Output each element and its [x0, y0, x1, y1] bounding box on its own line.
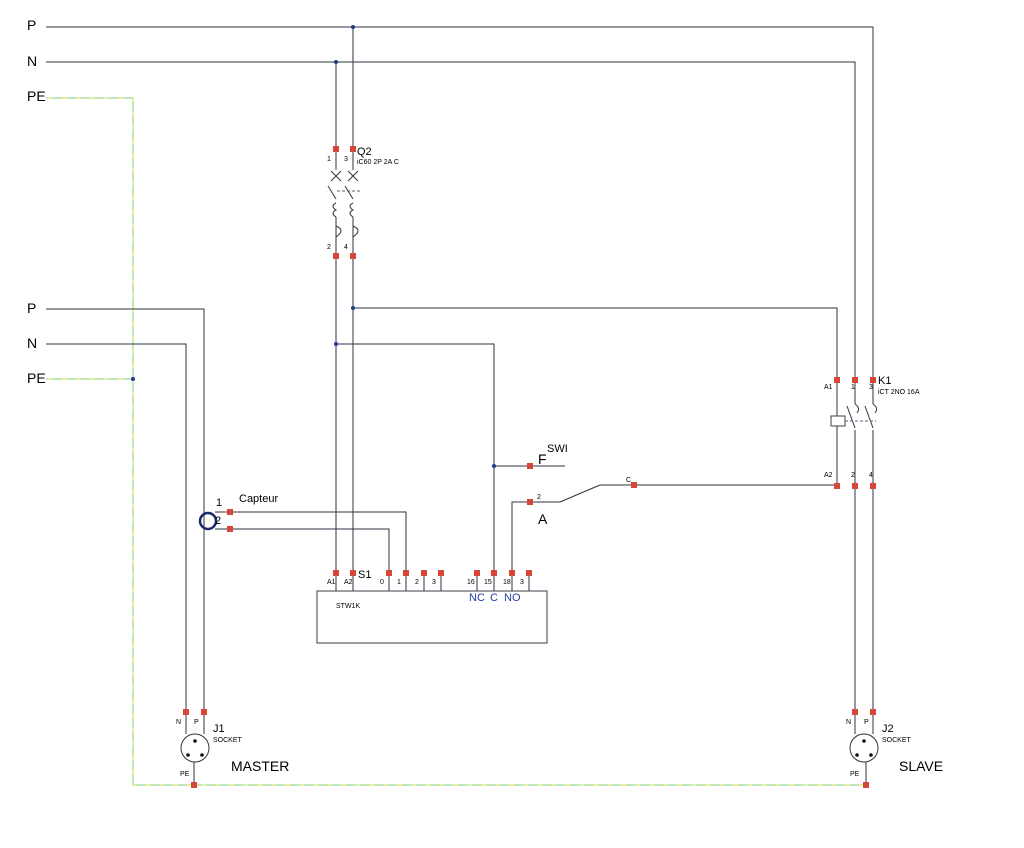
- q2-type: iC60 2P 2A C: [357, 159, 399, 166]
- sensor-label: Capteur: [239, 493, 278, 505]
- j2-ref: J2: [882, 723, 894, 735]
- s1-pin-18: 18: [503, 579, 511, 586]
- s1-pin-a1: A1: [327, 579, 336, 586]
- pe-wiring: [46, 97, 867, 786]
- k1-ref: K1: [878, 375, 891, 387]
- rail-label-pe-top: PE: [27, 88, 46, 104]
- s1-pin-a2: A2: [344, 579, 353, 586]
- s1-pin-3: 3: [432, 579, 436, 586]
- j1-pin-pe: PE: [180, 771, 190, 778]
- s1-label-nc: NC: [469, 592, 485, 604]
- j2-name: SLAVE: [899, 758, 943, 774]
- j1-name: MASTER: [231, 758, 289, 774]
- rail-label-p-top: P: [27, 17, 36, 33]
- rail-label-p-bottom: P: [27, 300, 36, 316]
- s1-ref: S1: [358, 569, 371, 581]
- socket-j2: N P PE J2 SOCKET SLAVE: [846, 719, 943, 782]
- j1-type: SOCKET: [213, 737, 243, 744]
- k1-coil: [830, 415, 846, 427]
- s1-pin-2: 2: [415, 579, 419, 586]
- module-s1: A1 A2 0 1 2 3 16 15 18 3 S1 STW1K NC C N…: [316, 569, 548, 644]
- j2-type: SOCKET: [882, 737, 912, 744]
- k1-pin-a1: A1: [824, 384, 833, 391]
- s1-pin-3b: 3: [520, 579, 524, 586]
- q2-ref: Q2: [357, 146, 372, 158]
- s1-type: STW1K: [336, 603, 360, 610]
- s1-pin-1: 1: [397, 579, 401, 586]
- j2-pin-p: P: [864, 719, 869, 726]
- socket-j1: N P PE J1 SOCKET MASTER: [176, 719, 289, 782]
- swi-f-label: F: [538, 451, 547, 467]
- j1-pin-p: P: [194, 719, 199, 726]
- s1-pin-16: 16: [467, 579, 475, 586]
- s1-label-c: C: [490, 592, 498, 604]
- q2-pin-3: 3: [344, 156, 348, 163]
- breaker-x-marks: [330, 170, 359, 182]
- rail-label-n-bottom: N: [27, 335, 37, 351]
- j1-pin-n: N: [176, 719, 181, 726]
- j2-pin-pe: PE: [850, 771, 860, 778]
- sensor-pin-1: 1: [216, 497, 222, 509]
- sensor-pin-2: 2: [215, 515, 221, 527]
- j2-socket-icon: [849, 733, 879, 763]
- swi-label: SWI: [547, 443, 568, 455]
- k1-type: iCT 2NO 16A: [878, 389, 920, 396]
- k1-pin-a2: A2: [824, 472, 833, 479]
- junction-dots: [131, 25, 496, 468]
- swi-pin-c: C: [626, 477, 631, 484]
- contactor-k1: A1 1 3 A2 2 4 K1 iCT 2NO 16A: [824, 375, 920, 483]
- s1-pin-15: 15: [484, 579, 492, 586]
- k1-pin-3: 3: [869, 384, 873, 391]
- q2-pin-4: 4: [344, 244, 348, 251]
- swi-a-label: A: [538, 511, 548, 527]
- k1-pin-4: 4: [869, 472, 873, 479]
- rail-label-n-top: N: [27, 53, 37, 69]
- s1-label-no: NO: [504, 592, 521, 604]
- q2-pin-1: 1: [327, 156, 331, 163]
- j1-socket-icon: [180, 733, 210, 763]
- k1-pin-2: 2: [851, 472, 855, 479]
- switch-swi: F SWI A 2 C: [537, 443, 631, 527]
- q2-pin-2: 2: [327, 244, 331, 251]
- j1-ref: J1: [213, 723, 225, 735]
- s1-body: [316, 590, 548, 644]
- sensor-ring-icon: [198, 511, 218, 531]
- supply-wiring: [46, 26, 874, 734]
- terminals: [183, 146, 876, 788]
- swi-pin-2: 2: [537, 494, 541, 501]
- sensor-capteur: 1 2 Capteur: [198, 493, 278, 531]
- j2-pin-n: N: [846, 719, 851, 726]
- s1-pin-0: 0: [380, 579, 384, 586]
- k1-pin-1: 1: [851, 384, 855, 391]
- breaker-q2: 1 3 2 4 Q2 iC60 2P 2A C: [327, 146, 399, 253]
- rail-label-pe-bottom: PE: [27, 370, 46, 386]
